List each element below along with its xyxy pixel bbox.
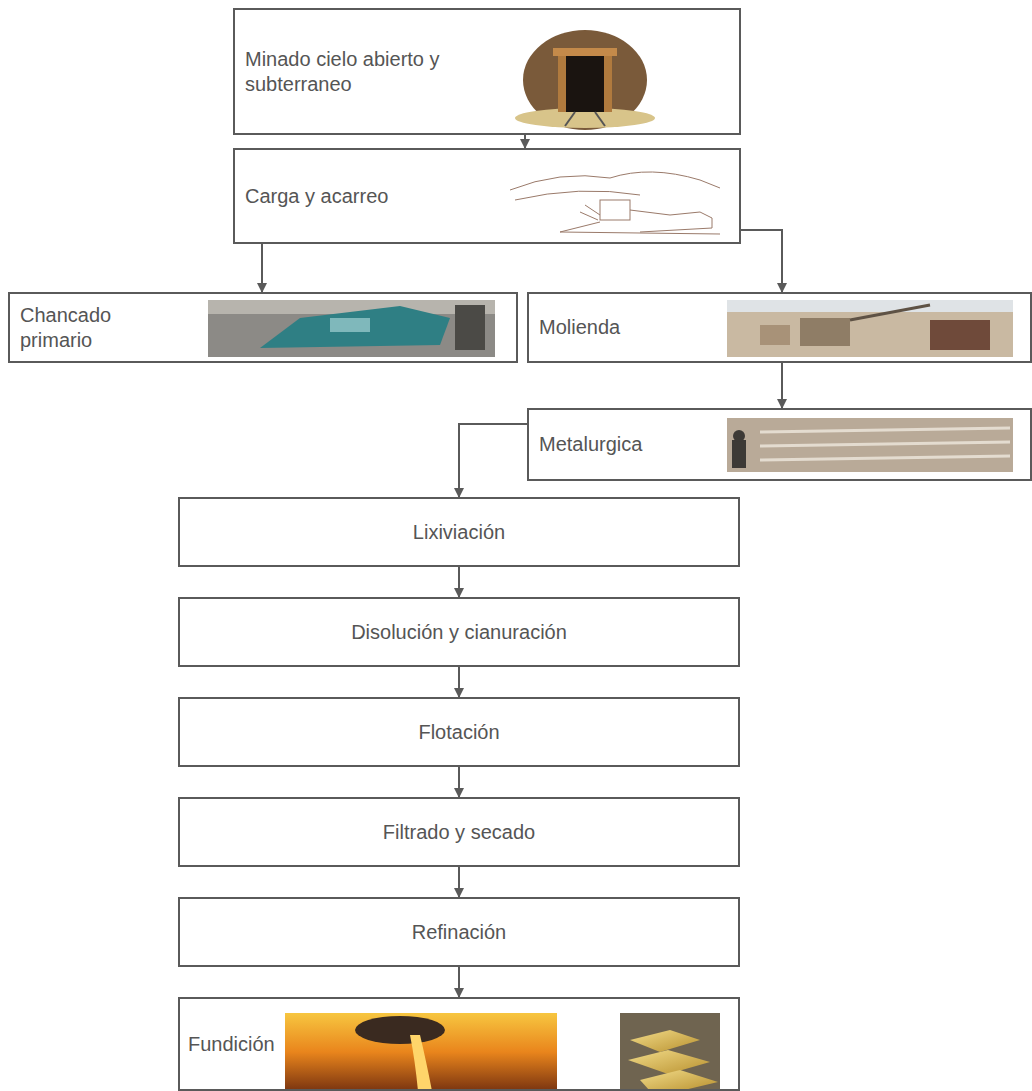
haulage-box: Carga y acarreo: [233, 148, 741, 244]
crusher-photo: [208, 300, 495, 357]
box-label: Molienda: [539, 315, 620, 340]
metallurgy-box: Metalurgica: [527, 408, 1032, 481]
process-box: Refinación: [178, 897, 740, 967]
box-label: Metalurgica: [539, 432, 642, 457]
process-box: Flotación: [178, 697, 740, 767]
mining-box: Minado cielo abierto y subterraneo: [233, 8, 741, 135]
box-label: Refinación: [412, 920, 507, 945]
flow-arrow: [261, 244, 263, 292]
haulage-sketch: [510, 172, 720, 234]
flow-arrow: [781, 363, 783, 408]
flow-arrow: [458, 667, 460, 697]
flow-arrow: [458, 767, 460, 797]
box-label: Disolución y cianuración: [351, 620, 567, 645]
process-box: Lixiviación: [178, 497, 740, 567]
process-box: Filtrado y secado: [178, 797, 740, 867]
box-label: Flotación: [418, 720, 499, 745]
gold-bars-photo: [620, 1013, 720, 1091]
box-label: Carga y acarreo: [245, 184, 388, 209]
crushing-box: Chancado primario: [8, 292, 518, 363]
flow-arrow: [458, 867, 460, 897]
leach-pad-photo: [727, 418, 1013, 472]
box-label: Filtrado y secado: [383, 820, 535, 845]
box-label: Fundición: [188, 1032, 275, 1057]
grinding-box: Molienda: [527, 292, 1032, 363]
box-label: Lixiviación: [413, 520, 505, 545]
flow-arrow: [459, 424, 527, 497]
box-label: Chancado primario: [20, 303, 170, 353]
grinding-photo: [727, 300, 1013, 357]
process-box: Disolución y cianuración: [178, 597, 740, 667]
flow-arrow: [458, 567, 460, 597]
smelting-box: Fundición: [178, 997, 740, 1091]
pouring-photo: [285, 1013, 557, 1091]
flow-arrow: [524, 135, 526, 148]
mine-illustration: [515, 30, 655, 130]
flow-arrow: [741, 230, 782, 292]
flow-arrow: [458, 967, 460, 997]
box-label: Minado cielo abierto y subterraneo: [245, 47, 505, 97]
